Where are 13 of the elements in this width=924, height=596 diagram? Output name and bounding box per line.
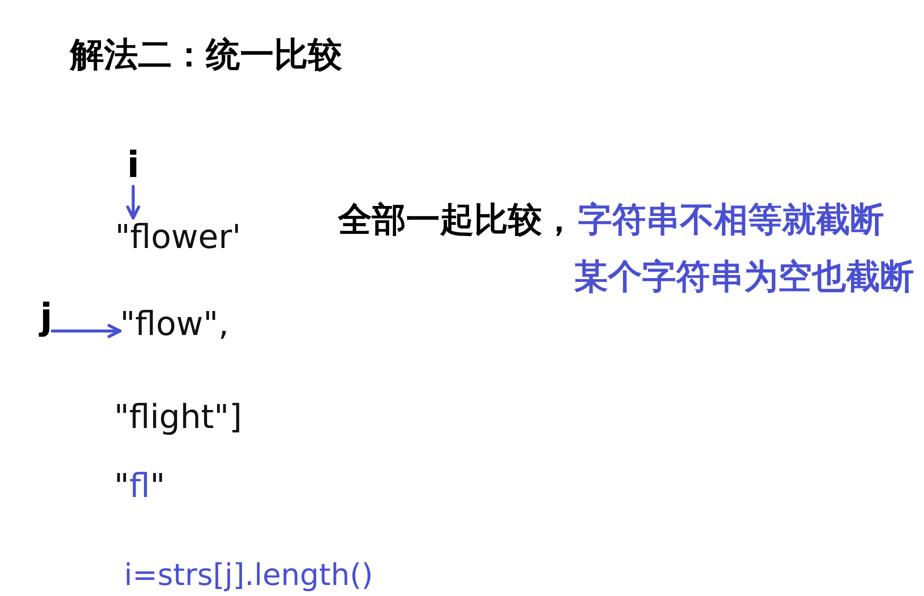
- string-literal: "flow",: [120, 305, 229, 343]
- string-literal: "flight"]: [114, 398, 242, 436]
- code-line: i=strs[j].length(): [124, 559, 374, 594]
- note-text: 某个字符串为空也截断: [574, 258, 914, 298]
- variable-label: i: [127, 145, 140, 186]
- result-string: "fl": [114, 467, 166, 505]
- arrow: [50, 324, 122, 338]
- title: 解法二：统一比较: [70, 36, 342, 76]
- note-text: 字符串不相等就截断: [578, 201, 884, 240]
- note-text: 全部一起比较，: [338, 201, 576, 240]
- string-literal: "flower': [115, 218, 242, 256]
- variable-label: j: [40, 297, 52, 338]
- arrow: [126, 184, 140, 220]
